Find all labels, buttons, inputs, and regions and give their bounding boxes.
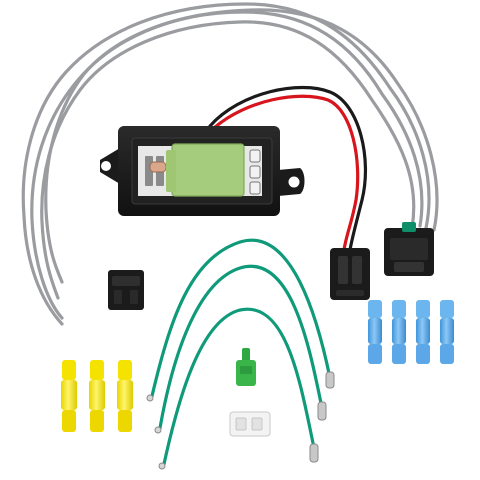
blue-butt-connector-1 [368, 300, 382, 364]
green-wire-1 [150, 238, 332, 398]
green-wire-jumpers [150, 238, 332, 466]
green-clip [236, 348, 256, 386]
thermal-fuse [149, 161, 167, 173]
gray-wire-pigtail [21, 2, 439, 326]
mounting-tab-right-hole [288, 176, 300, 188]
green-wire-3 [162, 307, 316, 466]
yellow-butt-connector-2 [89, 360, 105, 432]
black-terminal-plug [108, 270, 144, 310]
gray-wire-3 [21, 2, 431, 326]
resistor-terminals [145, 149, 261, 195]
harness-connector-small [330, 248, 370, 300]
mounting-tab-left-hole [101, 161, 111, 171]
ring-terminals [146, 371, 335, 470]
gray-wire-1 [40, 20, 416, 300]
red-wire [212, 94, 360, 252]
white-clip [229, 411, 271, 437]
black-wire [208, 85, 368, 252]
blue-butt-connectors [368, 300, 454, 364]
blue-butt-connector-2 [392, 300, 406, 364]
blue-butt-connector-3 [416, 300, 430, 364]
resistor-green-element-left [166, 150, 176, 192]
green-wire-2 [158, 264, 324, 430]
harness-connector-large [384, 222, 434, 276]
resistor-green-element [171, 143, 245, 197]
blower-motor-resistor [100, 126, 305, 216]
yellow-butt-connector-3 [117, 360, 133, 432]
power-wires [208, 85, 368, 252]
yellow-butt-connectors [61, 360, 133, 432]
blue-butt-connector-4 [440, 300, 454, 364]
gray-wire-4 [44, 8, 439, 284]
yellow-butt-connector-1 [61, 360, 77, 432]
